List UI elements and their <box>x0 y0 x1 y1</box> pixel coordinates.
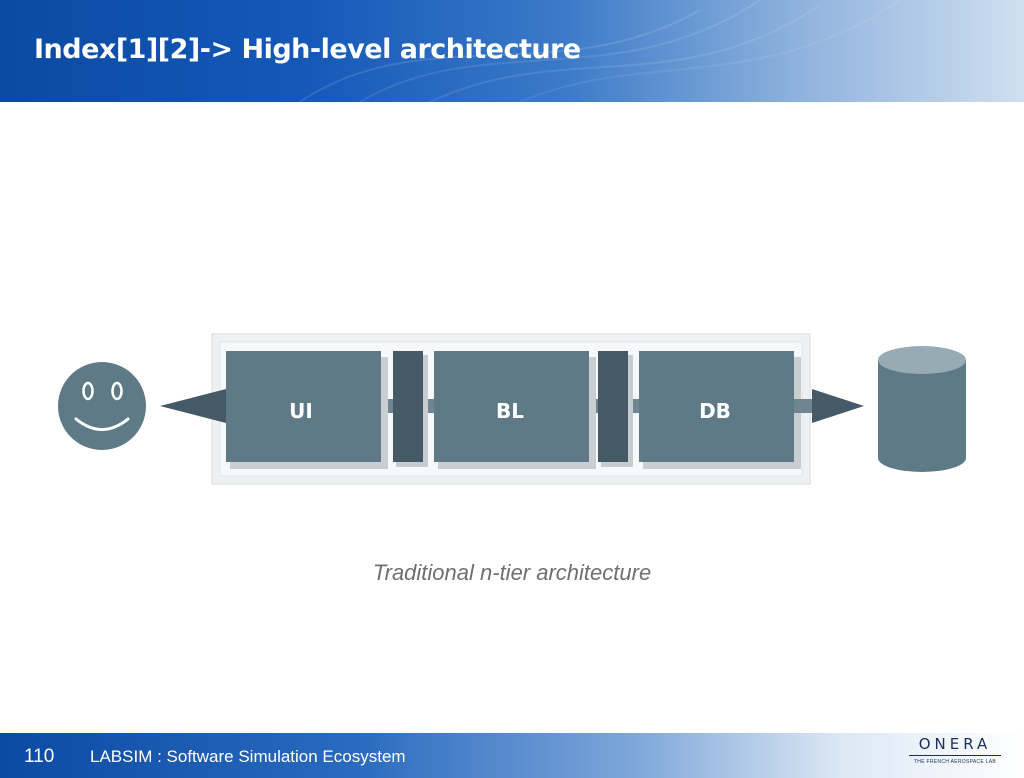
tier-label-ui: UI <box>289 399 313 423</box>
onera-logo-wordmark: ONERA <box>918 735 992 753</box>
footer-text: LABSIM : Software Simulation Ecosystem <box>90 747 406 766</box>
arrow-left-to-user <box>160 389 226 423</box>
slide-title: Index[1][2]-> High-level architecture <box>34 34 581 65</box>
tier-block-bl <box>434 351 589 462</box>
onera-logo-subtitle: THE FRENCH AEROSPACE LAB <box>913 759 997 765</box>
header-wave-decoration <box>299 0 901 102</box>
tier-block-ui <box>226 351 381 462</box>
tier-label-db: DB <box>699 399 731 423</box>
diagram-caption: Traditional n-tier architecture <box>372 560 652 585</box>
connector-post-ui-bl <box>393 351 423 462</box>
arrow-right-to-database <box>812 389 864 423</box>
user-smiley-icon <box>58 362 146 450</box>
onera-logo-rule <box>909 755 1001 756</box>
arrow-right-stem <box>794 399 816 413</box>
slide-footer: 110 LABSIM : Software Simulation Ecosyst… <box>0 733 1024 778</box>
tier-label-bl: BL <box>496 399 524 423</box>
connector-post-bl-db <box>598 351 628 462</box>
onera-logo: ONERA THE FRENCH AEROSPACE LAB <box>905 735 1005 775</box>
slide-header: Index[1][2]-> High-level architecture <box>0 0 1024 102</box>
database-cylinder-icon <box>878 346 966 472</box>
tier-block-db <box>639 351 794 462</box>
page-number: 110 <box>24 746 55 767</box>
